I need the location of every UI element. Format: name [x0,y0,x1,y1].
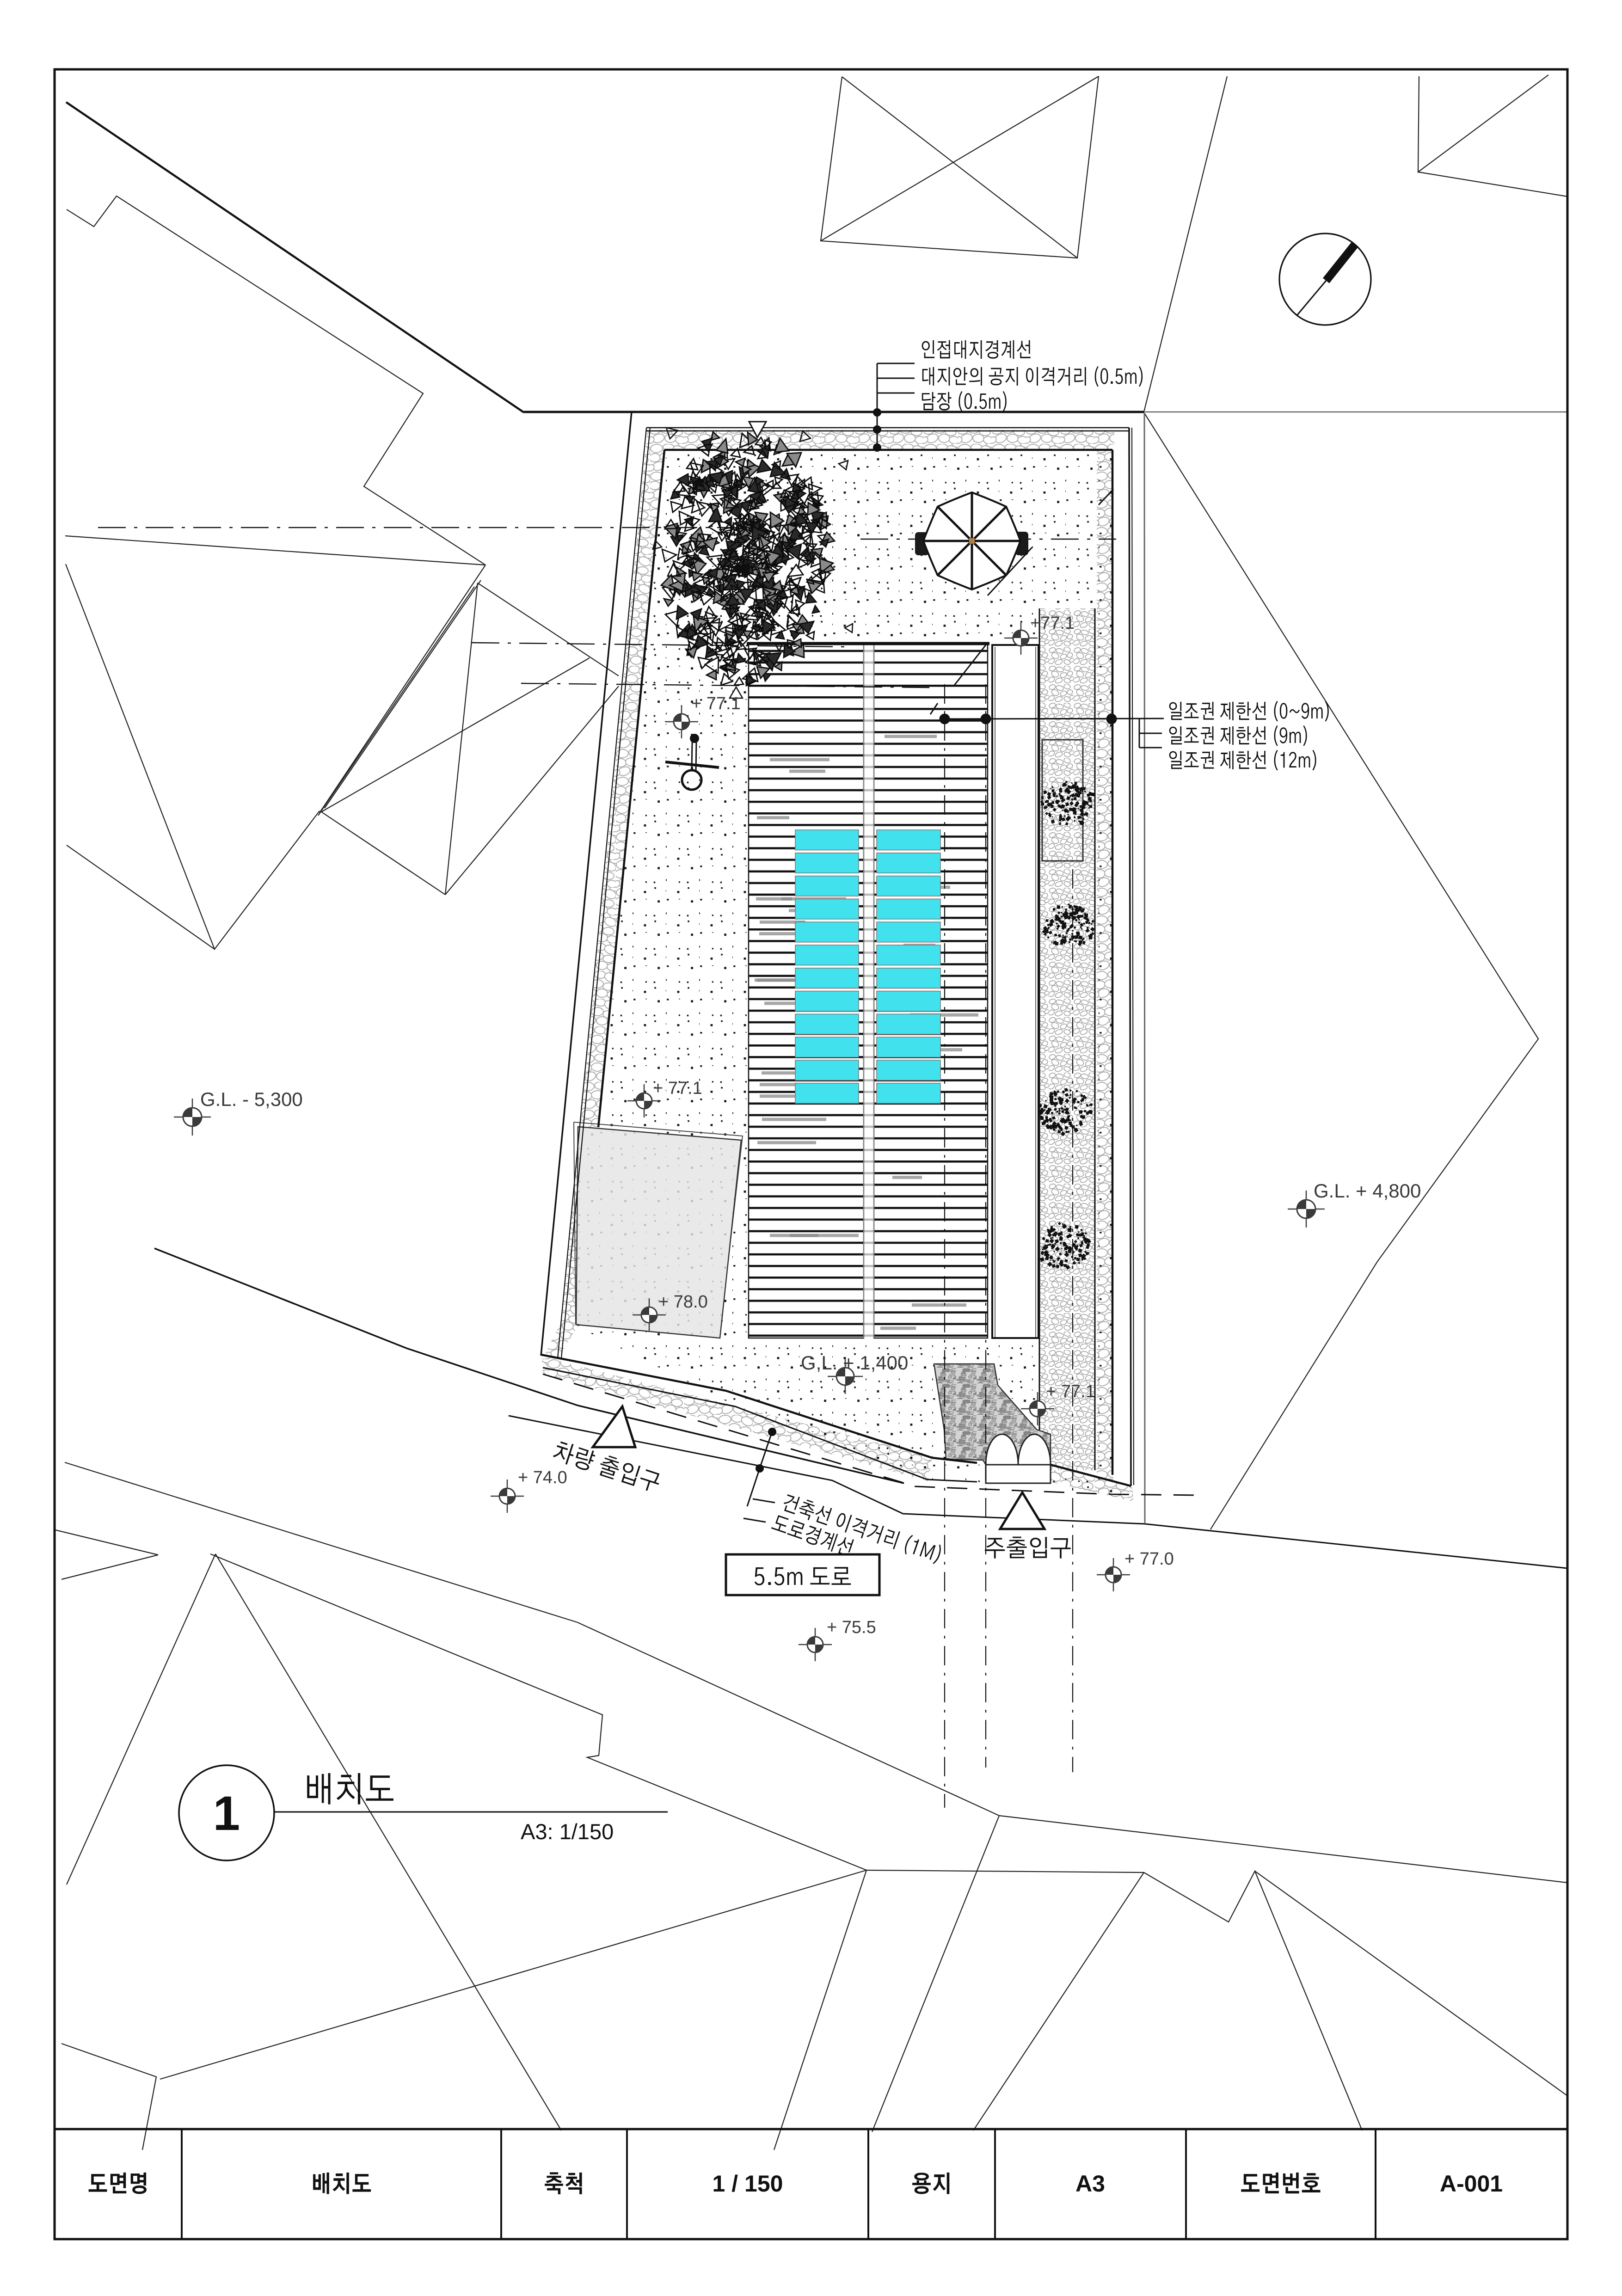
svg-text:1: 1 [213,1786,240,1841]
svg-text:A3: A3 [1075,2171,1105,2197]
svg-text:+77.1: +77.1 [1030,614,1075,633]
svg-text:+ 74.0: + 74.0 [518,1468,567,1487]
svg-text:+ 77.1: + 77.1 [1046,1382,1095,1401]
svg-text:1 / 150: 1 / 150 [713,2171,783,2197]
svg-text:G.L. - 5,300: G.L. - 5,300 [200,1088,303,1110]
svg-text:G,L. + 1,400: G,L. + 1,400 [801,1352,908,1374]
svg-text:G.L. + 4,800: G.L. + 4,800 [1314,1180,1421,1202]
svg-text:+ 77.1: + 77.1 [653,1079,702,1098]
svg-text:+ 77.0: + 77.0 [1124,1549,1174,1569]
svg-text:A-001: A-001 [1440,2171,1503,2197]
svg-text:+ 78.0: + 78.0 [658,1292,708,1312]
svg-text:+ 75.5: + 75.5 [827,1618,876,1637]
svg-text:A3: 1/150: A3: 1/150 [521,1819,614,1844]
svg-text:+ 77.1: + 77.1 [691,694,741,713]
